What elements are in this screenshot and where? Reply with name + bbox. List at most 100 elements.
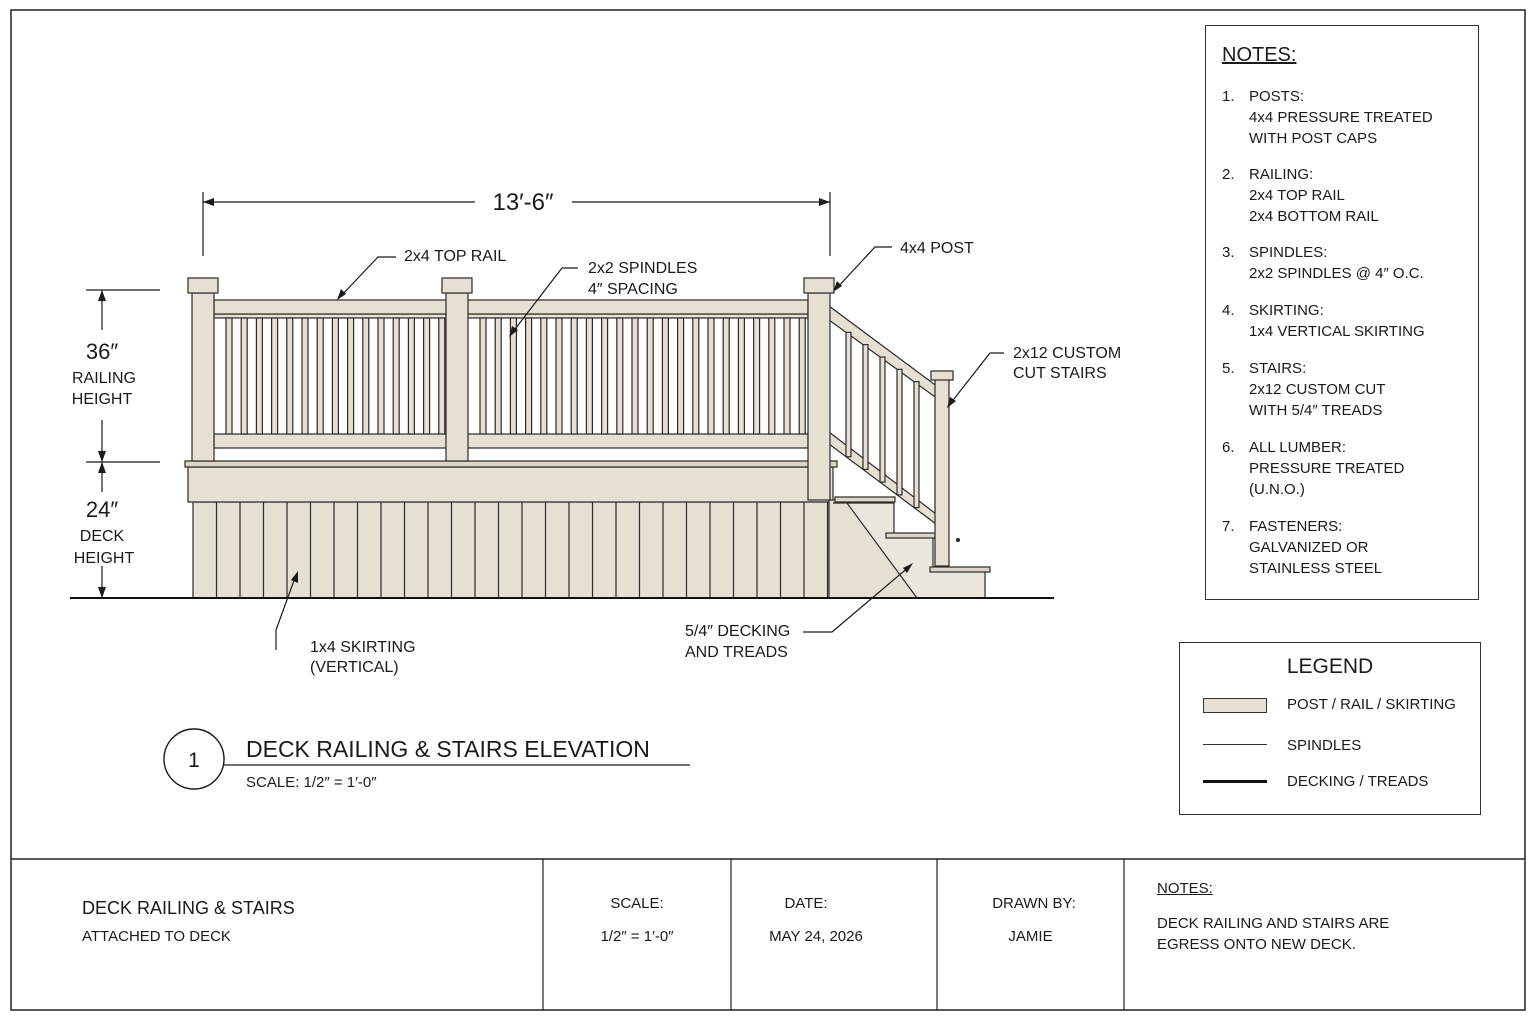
spindle [347, 317, 355, 435]
spindle [737, 317, 746, 435]
note-line: STAIRS: [1249, 360, 1307, 377]
bottom-rail [213, 433, 809, 449]
deck-elevation [70, 277, 1054, 599]
skirting [192, 501, 830, 599]
post [191, 292, 215, 462]
spindle [438, 317, 446, 435]
note-line: POSTS: [1249, 88, 1305, 105]
decking [184, 460, 838, 468]
railing-height-value: 36″ [86, 339, 118, 364]
spindle [225, 317, 233, 435]
spindle [407, 317, 415, 435]
note-line: 2x2 SPINDLES @ 4″ O.C. [1249, 265, 1424, 282]
note-number: 1. [1222, 88, 1235, 105]
spindle [540, 317, 548, 435]
spindle [646, 317, 654, 435]
scale-value: 1/2″ = 1′-0″ [600, 928, 674, 945]
note-line: RAILING: [1249, 166, 1314, 183]
spindle [316, 317, 324, 435]
spindle [798, 317, 806, 435]
main-railing [187, 277, 835, 501]
callout-stairs: 2x12 CUSTOM [1013, 345, 1121, 362]
note-line: 2x12 CUSTOM CUT [1249, 381, 1386, 398]
spindle [301, 317, 309, 435]
spindle [676, 317, 685, 435]
spindle [722, 317, 730, 435]
note-number: 2. [1222, 166, 1235, 183]
note-line: PRESSURE TREATED [1249, 460, 1405, 477]
deck-height-label: DECK [80, 528, 125, 545]
detail-title: DECK RAILING & STAIRS ELEVATION [246, 736, 650, 762]
spindle [783, 317, 791, 435]
legend-title: LEGEND [1286, 655, 1374, 678]
spindle [509, 317, 517, 435]
spindle [768, 317, 776, 435]
spindle [331, 317, 339, 435]
stair-post-cap [930, 370, 954, 381]
note-line: 2x4 BOTTOM RAIL [1249, 208, 1379, 225]
legend-swatch-thin-line [1203, 744, 1267, 745]
scale-label: SCALE: [610, 895, 664, 912]
legend-item: SPINDLES [1287, 737, 1362, 754]
note-line: SKIRTING: [1249, 302, 1324, 319]
spindle [479, 317, 487, 435]
railing-height-label: HEIGHT [72, 391, 133, 408]
spindle [271, 317, 279, 435]
stair-spindle [896, 368, 903, 496]
stair-spindle [845, 331, 852, 458]
note-line: 1x4 VERTICAL SKIRTING [1249, 323, 1425, 340]
spindle [524, 317, 533, 435]
callout-top-rail: 2x4 TOP RAIL [404, 248, 506, 265]
note-line: 2x4 TOP RAIL [1249, 187, 1345, 204]
title-block-notes-label: NOTES: [1157, 880, 1213, 897]
callout-decking: 5/4″ DECKING [685, 623, 790, 640]
callout-spindles: 4″ SPACING [588, 281, 678, 298]
detail-number: 1 [188, 749, 200, 772]
stair-post [934, 377, 950, 567]
stair-tread [834, 496, 896, 503]
stair-tread [929, 566, 991, 573]
legend-item: DECKING / TREADS [1287, 773, 1429, 790]
stair-spindle [862, 344, 869, 471]
spindle [585, 317, 594, 435]
spindle [631, 317, 639, 435]
date-value: MAY 24, 2026 [769, 928, 863, 945]
note-number: 3. [1222, 244, 1235, 261]
legend-item: POST / RAIL / SKIRTING [1287, 696, 1456, 713]
spindle [692, 317, 700, 435]
note-number: 5. [1222, 360, 1235, 377]
spindle [392, 317, 400, 435]
note-number: 7. [1222, 518, 1235, 535]
project-subtitle: ATTACHED TO DECK [82, 928, 231, 945]
callout-spindles: 2x2 SPINDLES [588, 260, 697, 277]
deck-height-label: HEIGHT [74, 550, 135, 567]
legend-swatch-thick-line [1203, 780, 1267, 783]
height-dimensions [86, 289, 160, 598]
callout-decking: AND TREADS [685, 644, 788, 661]
spindle [600, 317, 609, 435]
spindle [616, 317, 624, 435]
top-rail [213, 299, 809, 315]
note-line: WITH POST CAPS [1249, 130, 1378, 147]
post-cap [187, 277, 219, 294]
spindle [423, 317, 431, 435]
callout-skirting: 1x4 SKIRTING [310, 639, 416, 656]
callout-leaders [275, 246, 1004, 650]
detail-number-bubble [163, 728, 225, 790]
note-line: GALVANIZED OR [1249, 539, 1369, 556]
width-dimension [202, 192, 831, 256]
spindle [570, 317, 578, 435]
note-line: FASTENERS: [1249, 518, 1343, 535]
spindle [707, 317, 715, 435]
detail-scale: SCALE: 1/2″ = 1′-0″ [246, 774, 377, 791]
callout-stairs: CUT STAIRS [1013, 365, 1107, 382]
note-line: 4x4 PRESSURE TREATED [1249, 109, 1433, 126]
note-line: (U.N.O.) [1249, 481, 1305, 498]
post [445, 292, 469, 462]
spindle [661, 317, 670, 435]
note-line: STAINLESS STEEL [1249, 560, 1383, 577]
title-block-note-line: DECK RAILING AND STAIRS ARE [1157, 915, 1390, 932]
post-cap [441, 277, 473, 294]
sheet-border [10, 9, 1526, 1011]
